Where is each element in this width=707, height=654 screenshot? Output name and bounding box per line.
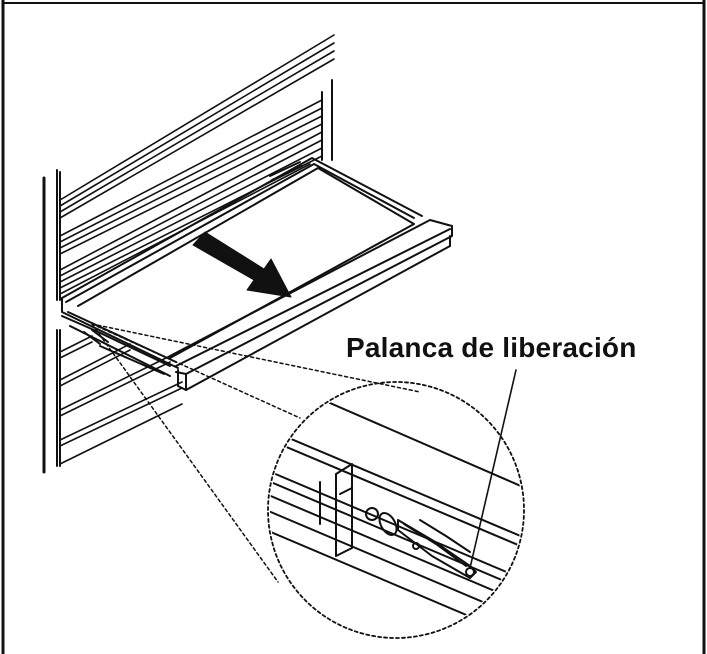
release-lever-label: Palanca de liberación (346, 332, 637, 363)
detail-rail-assembly (270, 389, 522, 636)
zoom-guide-lines (91, 323, 421, 583)
lower-rails (59, 335, 183, 465)
callout-leader-line (469, 369, 517, 569)
drawer (61, 157, 453, 391)
release-lever (397, 519, 477, 579)
magnifier-detail-circle (267, 381, 525, 639)
pull-direction-arrow-icon (192, 231, 292, 298)
